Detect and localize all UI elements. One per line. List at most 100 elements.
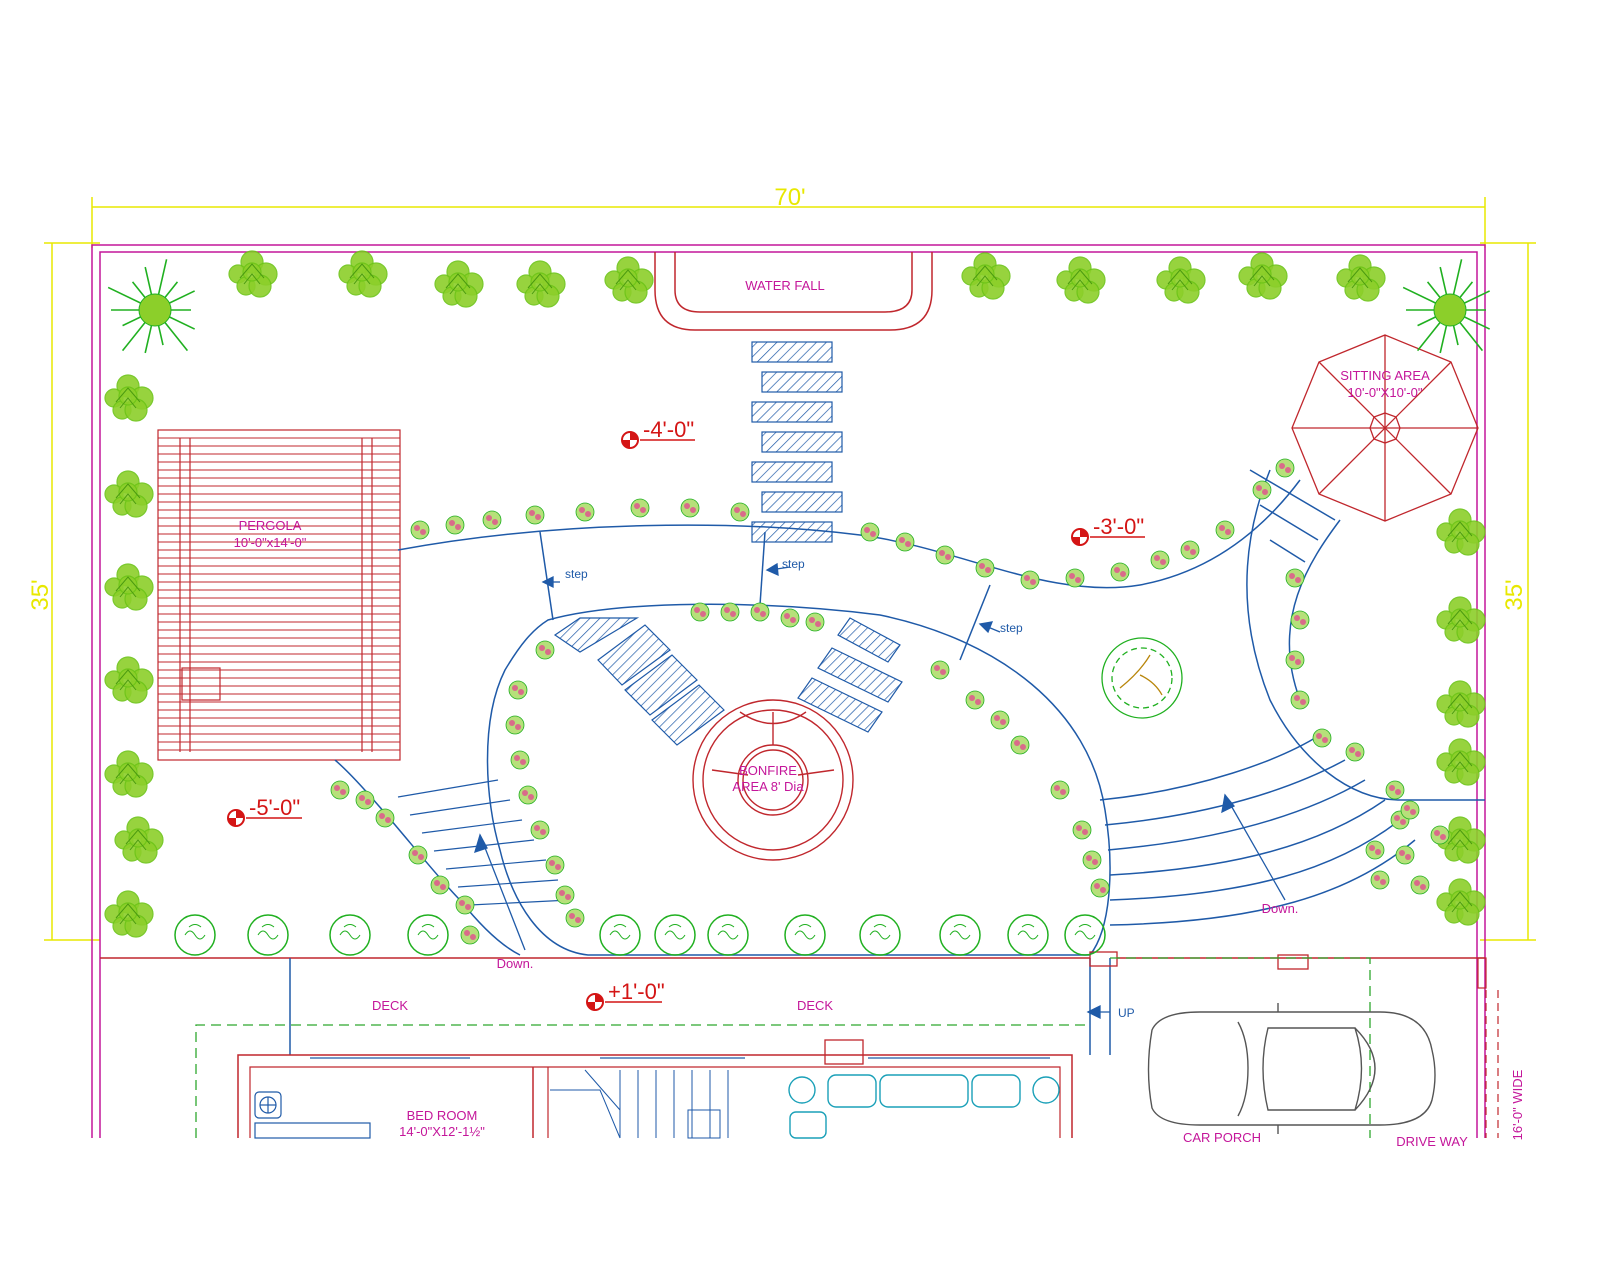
pergola bbox=[157, 429, 401, 761]
flower-icon bbox=[750, 602, 770, 622]
shrub-icon bbox=[859, 914, 901, 956]
flower-icon bbox=[1345, 742, 1365, 762]
flower-icon bbox=[510, 750, 530, 770]
flower-icon bbox=[975, 558, 995, 578]
tree-icon bbox=[1238, 252, 1288, 300]
flower-icon bbox=[1385, 780, 1405, 800]
sitting-area-gazebo bbox=[1291, 334, 1479, 522]
level-marker-deck: +1'-0" bbox=[586, 979, 665, 1011]
bedroom-furniture bbox=[254, 1091, 371, 1139]
drive-width-label: 16'-0" WIDE bbox=[1510, 1069, 1525, 1140]
flower-icon bbox=[935, 545, 955, 565]
tree-icon bbox=[1436, 680, 1486, 728]
flower-icon bbox=[430, 875, 450, 895]
shrub-icon bbox=[784, 914, 826, 956]
tree-icon bbox=[1156, 256, 1206, 304]
flower-icon bbox=[1180, 540, 1200, 560]
living-sofa-set bbox=[788, 1074, 1060, 1139]
pergola-label: PERGOLA bbox=[239, 518, 302, 533]
flower-icon bbox=[1285, 568, 1305, 588]
shrub-icon bbox=[599, 914, 641, 956]
step-label-3: step bbox=[1000, 621, 1023, 635]
down-label-right: Down. bbox=[1262, 901, 1299, 916]
flower-icon bbox=[535, 640, 555, 660]
flower-icon bbox=[505, 715, 525, 735]
left-height-dimension: 35' bbox=[27, 579, 54, 610]
bed-room-label: BED ROOM bbox=[407, 1108, 478, 1123]
dimension-lines bbox=[44, 197, 1536, 941]
shrub-icon bbox=[1007, 914, 1049, 956]
pergola-slats bbox=[158, 437, 400, 751]
tree-icon bbox=[104, 750, 154, 798]
flower-icon bbox=[1090, 878, 1110, 898]
tree-icon bbox=[1436, 596, 1486, 644]
flower-icon bbox=[1082, 850, 1102, 870]
flower-icon bbox=[1290, 690, 1310, 710]
flower-icon bbox=[1365, 840, 1385, 860]
palm-trees bbox=[107, 259, 1490, 354]
level-right-text: -3'-0" bbox=[1093, 514, 1144, 539]
flower-icon bbox=[990, 710, 1010, 730]
level-marker-lower: -5'-0" bbox=[227, 795, 302, 827]
shrub-icon bbox=[247, 914, 289, 956]
flower-icon bbox=[1430, 825, 1450, 845]
shrub-icon bbox=[654, 914, 696, 956]
flower-icon bbox=[330, 780, 350, 800]
flower-icon bbox=[1410, 875, 1430, 895]
flower-icon bbox=[1050, 780, 1070, 800]
flower-icon bbox=[1072, 820, 1092, 840]
width-dimension: 70' bbox=[774, 184, 805, 211]
flower-icon bbox=[1285, 650, 1305, 670]
flower-icon bbox=[508, 680, 528, 700]
flower-icon bbox=[375, 808, 395, 828]
flower-icon bbox=[355, 790, 375, 810]
car-porch-label: CAR PORCH bbox=[1183, 1130, 1261, 1145]
level-upper-text: -4'-0" bbox=[643, 417, 694, 442]
stepping-stones bbox=[751, 341, 843, 543]
deck-label-left: DECK bbox=[372, 998, 408, 1013]
flower-icon bbox=[1395, 845, 1415, 865]
tree-icon bbox=[1436, 738, 1486, 786]
staircase bbox=[550, 1069, 729, 1139]
flower-icon bbox=[1020, 570, 1040, 590]
palm-icon bbox=[107, 259, 195, 354]
level-lower-text: -5'-0" bbox=[249, 795, 300, 820]
boundary-trees bbox=[104, 250, 1486, 938]
pergola-size: 10'-0"x14'-0" bbox=[234, 535, 307, 550]
flower-icon bbox=[720, 602, 740, 622]
tree-icon bbox=[961, 252, 1011, 300]
tree-icon bbox=[104, 563, 154, 611]
flower-icon bbox=[1215, 520, 1235, 540]
flower-icon bbox=[690, 602, 710, 622]
down-label-left: Down. bbox=[497, 956, 534, 971]
flower-icon bbox=[860, 522, 880, 542]
bonfire-pit bbox=[692, 699, 854, 861]
garden-paths bbox=[334, 469, 1485, 956]
flower-icon bbox=[805, 612, 825, 632]
flower-icon bbox=[445, 515, 465, 535]
shrub-icon bbox=[407, 914, 449, 956]
shrub-icon bbox=[1064, 914, 1106, 956]
flower-icon bbox=[525, 505, 545, 525]
tree-icon bbox=[434, 260, 484, 308]
step-label-1: step bbox=[565, 567, 588, 581]
water-fall-label: WATER FALL bbox=[745, 278, 824, 293]
flower-icon bbox=[565, 908, 585, 928]
flower-icon bbox=[1400, 800, 1420, 820]
tree-icon bbox=[1436, 508, 1486, 556]
flower-icon bbox=[1110, 562, 1130, 582]
drive-way-label: DRIVE WAY bbox=[1396, 1134, 1468, 1149]
bed-room-size: 14'-0"X12'-1½" bbox=[399, 1124, 485, 1139]
shrub-icon bbox=[174, 914, 216, 956]
flower-icon bbox=[1150, 550, 1170, 570]
car bbox=[1147, 1003, 1436, 1134]
level-marker-upper: -4'-0" bbox=[621, 417, 695, 449]
tree-icon bbox=[516, 260, 566, 308]
flower-icon bbox=[1290, 610, 1310, 630]
right-height-dimension: 35' bbox=[1501, 579, 1528, 610]
level-marker-right: -3'-0" bbox=[1071, 514, 1145, 546]
flower-icon bbox=[680, 498, 700, 518]
tree-icon bbox=[104, 470, 154, 518]
flower-icon bbox=[518, 785, 538, 805]
